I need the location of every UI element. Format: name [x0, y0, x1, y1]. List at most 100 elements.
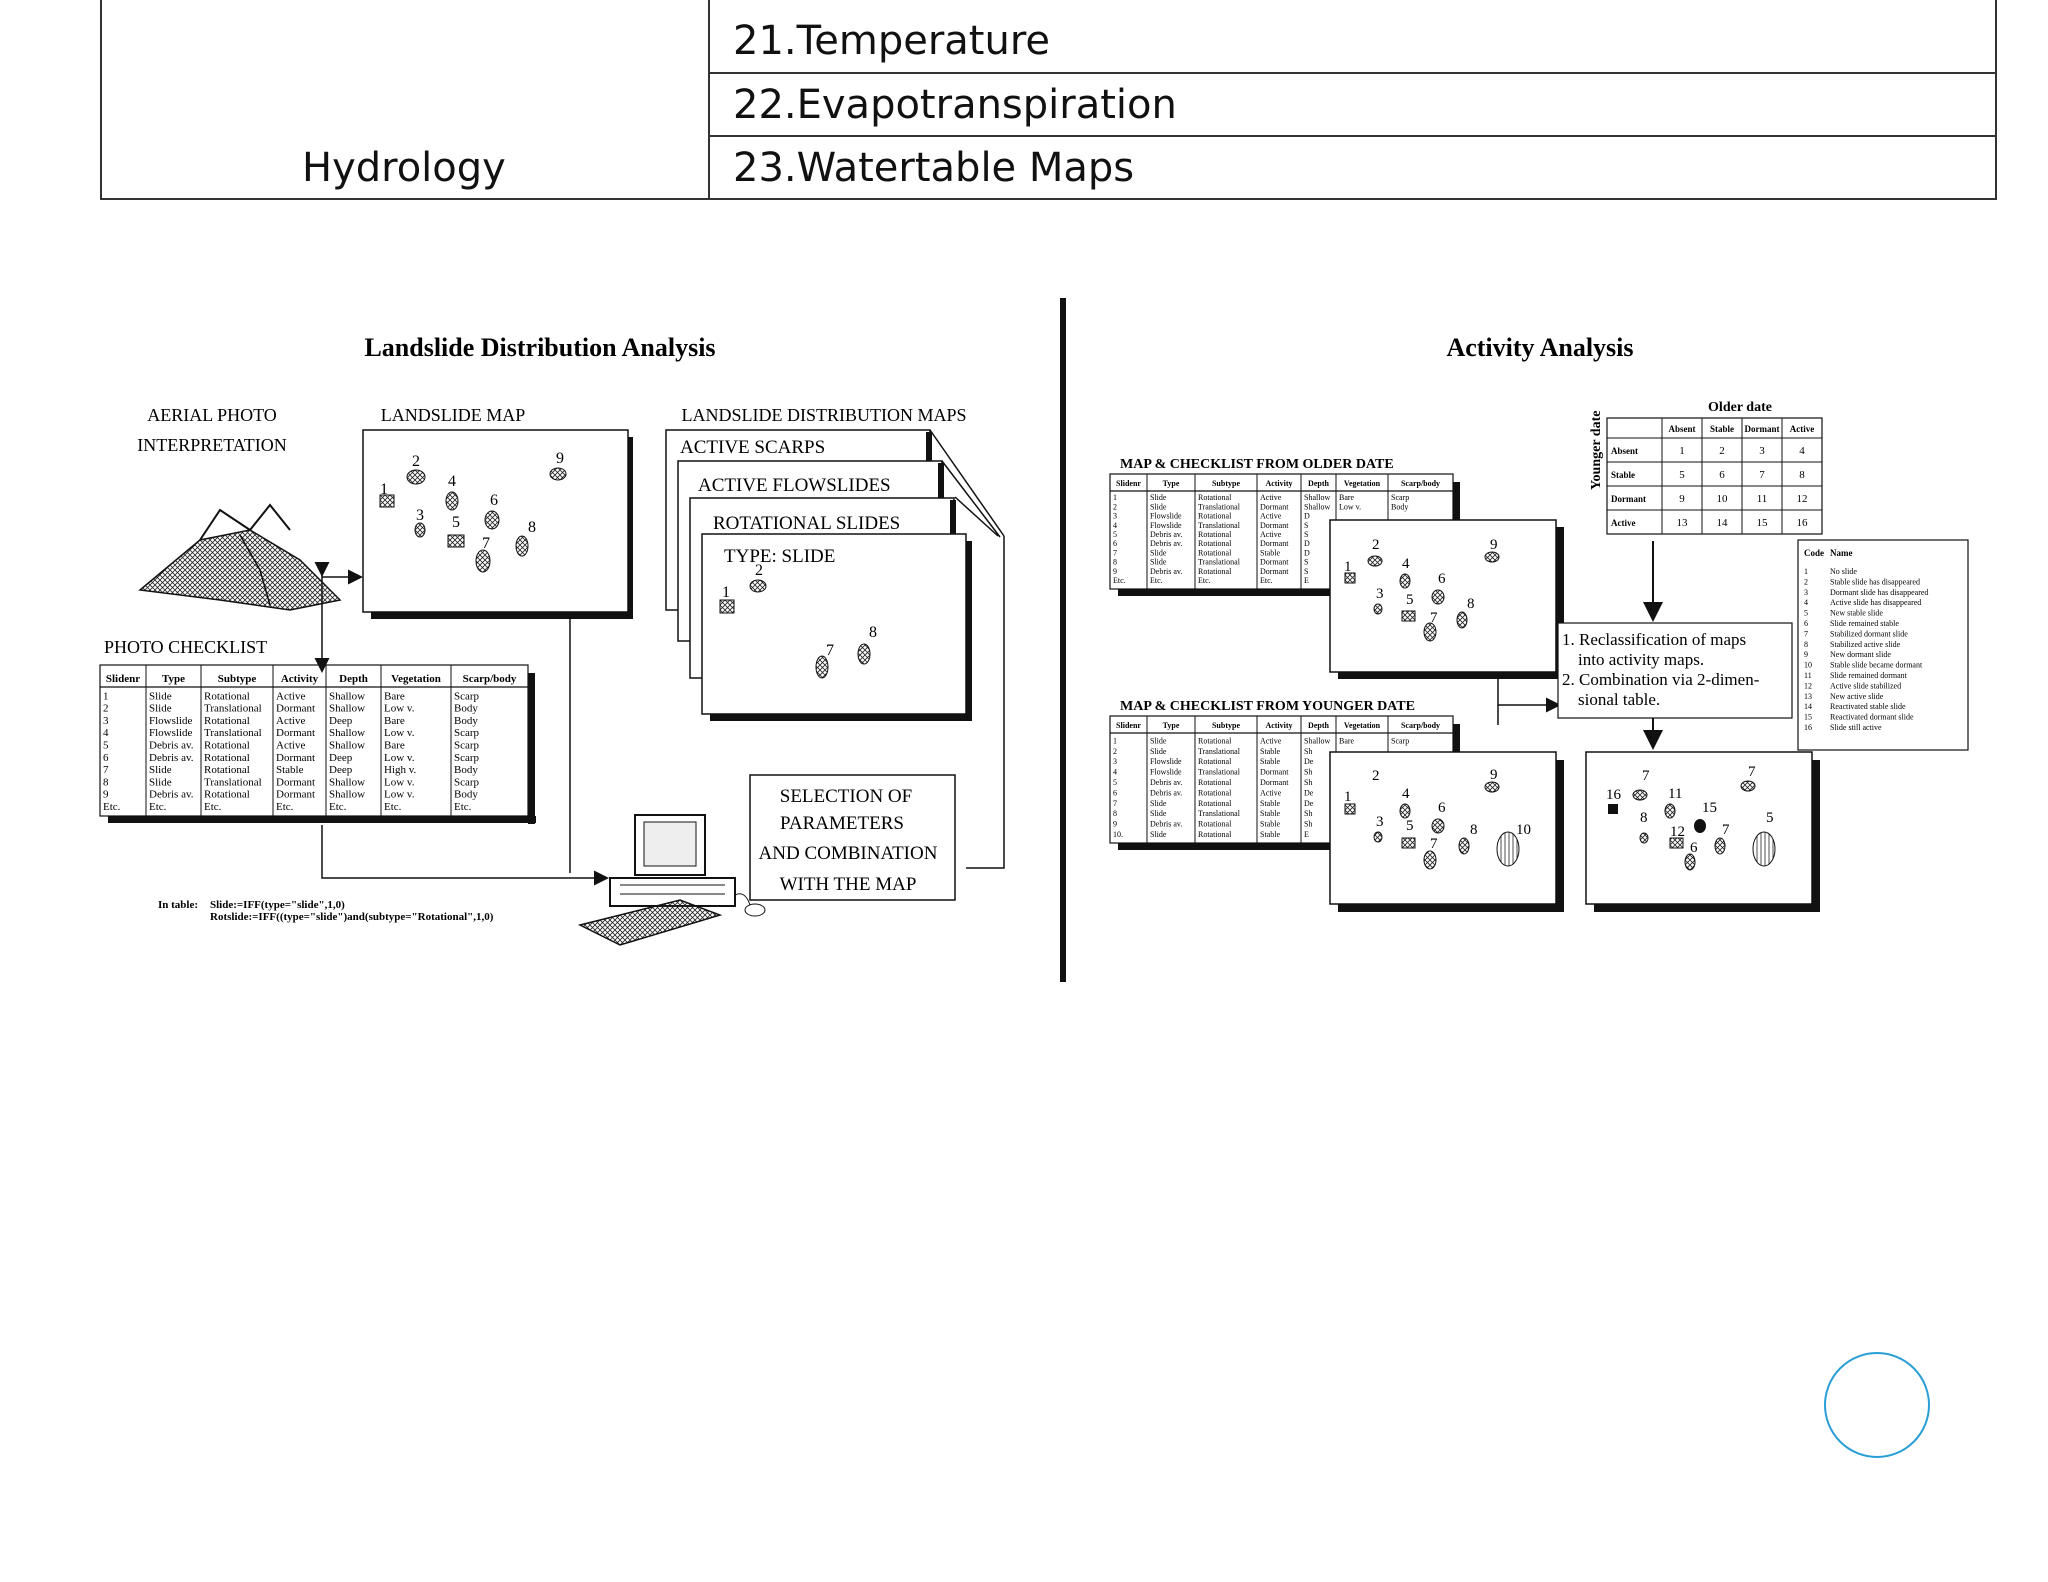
table-header-cell: Scarp/body: [463, 673, 517, 685]
table-cell: Translational: [1198, 768, 1241, 777]
legend-name: Reactivated stable slide: [1830, 702, 1906, 711]
table-header-cell: Slidenr: [106, 673, 140, 685]
aerial-photo-label-2: INTERPRETATION: [137, 435, 287, 455]
legend-name: Slide still active: [1830, 723, 1882, 732]
svg-text:7: 7: [1642, 768, 1650, 784]
table-cell: Debris av.: [149, 789, 194, 801]
selection-line-2: PARAMETERS: [780, 813, 904, 834]
table-cell: Scarp: [1391, 493, 1409, 502]
table-cell: Active: [1260, 512, 1282, 521]
table-cell: High v.: [384, 764, 417, 776]
table-cell: 8: [103, 776, 109, 788]
table-header-cell: Slidenr: [1116, 721, 1141, 730]
table-cell: 3: [1113, 512, 1117, 521]
legend-code: 1: [1804, 567, 1808, 576]
computer-icon: [577, 814, 766, 946]
legend-name: Stabilized active slide: [1830, 640, 1901, 649]
table-cell: Dormant: [1260, 539, 1289, 548]
svg-text:2: 2: [412, 453, 420, 470]
matrix-cell: 9: [1679, 493, 1685, 505]
table-cell: Body: [454, 703, 478, 715]
table-header-cell: Depth: [339, 673, 368, 685]
table-cell: 5: [1113, 530, 1117, 539]
table-cell: Etc.: [384, 801, 402, 813]
legend-code: 16: [1804, 723, 1812, 732]
table-cell: De: [1304, 757, 1314, 766]
legend-name: Stabilized dormant slide: [1830, 629, 1908, 638]
table-cell: S: [1304, 558, 1308, 567]
table-header-cell: Type: [162, 673, 185, 685]
table-cell: Stable: [1260, 548, 1280, 557]
table-header-cell: Depth: [1308, 721, 1329, 730]
table-cell: Deep: [329, 715, 353, 727]
table-cell: Slide: [1150, 830, 1167, 839]
table-cell: Dormant: [1260, 778, 1289, 787]
legend-name: Active slide stabilized: [1830, 681, 1901, 690]
svg-text:7: 7: [1430, 836, 1438, 852]
table-cell: Etc.: [204, 801, 222, 813]
svg-text:5: 5: [1766, 810, 1774, 826]
stack-active-flowslides: ACTIVE FLOWSLIDES: [698, 475, 891, 496]
table-cell: Slide: [1150, 558, 1167, 567]
table-cell: Dormant: [276, 789, 315, 801]
table-cell: Etc.: [1260, 576, 1273, 585]
matrix-cell: 8: [1799, 469, 1805, 481]
legend-code: 2: [1804, 577, 1808, 586]
table-cell: Active: [1260, 736, 1282, 745]
svg-text:2: 2: [755, 562, 763, 579]
formula-1: Slide:=IFF(type="slide",1,0): [210, 899, 345, 911]
svg-text:8: 8: [1470, 822, 1478, 838]
table-cell: E: [1304, 576, 1309, 585]
landslide-distribution-title: Landslide Distribution Analysis: [364, 333, 715, 362]
table-cell: 7: [103, 764, 109, 776]
table-cell: 9: [1113, 820, 1117, 829]
table-cell: Rotational: [1198, 548, 1232, 557]
table-cell: Shallow: [1304, 493, 1330, 502]
table-cell: Dormant: [276, 727, 315, 739]
legend-code: 12: [1804, 681, 1812, 690]
table-cell: Active: [1260, 530, 1282, 539]
legend-code: 15: [1804, 713, 1812, 722]
matrix-row-header: Dormant: [1611, 494, 1646, 504]
table-cell: Rotational: [1198, 539, 1232, 548]
table-cell: Dormant: [1260, 502, 1289, 511]
matrix-cell: 2: [1719, 445, 1725, 457]
table-cell: Dormant: [276, 703, 315, 715]
table-cell: 6: [103, 752, 109, 764]
step-line-1: 1. Reclassification of maps: [1562, 630, 1746, 649]
legend-code: 8: [1804, 640, 1808, 649]
table-cell: Slide: [1150, 809, 1167, 818]
table-cell: 2: [103, 703, 109, 715]
table-header-cell: Subtype: [1212, 721, 1240, 730]
legend-name: Dormant slide has disappeared: [1830, 588, 1928, 597]
table-cell: 6: [1113, 539, 1117, 548]
table-cell: Debris av.: [1150, 530, 1182, 539]
circle-button[interactable]: [1824, 1352, 1930, 1458]
table-cell: Stable: [1260, 757, 1280, 766]
svg-text:11: 11: [1668, 786, 1682, 802]
svg-text:4: 4: [1402, 556, 1410, 572]
table-cell: Stable: [1260, 809, 1280, 818]
svg-text:7: 7: [1430, 610, 1438, 626]
legend-code: 9: [1804, 650, 1808, 659]
matrix-cell: 12: [1797, 493, 1808, 505]
selection-line-3: AND COMBINATION: [759, 843, 938, 864]
table-cell: Rotational: [1198, 736, 1232, 745]
table-header-cell: Type: [1163, 479, 1180, 488]
table-cell: Etc.: [1150, 576, 1163, 585]
table-cell: 4: [1113, 768, 1117, 777]
steps-box: [1557, 622, 1793, 719]
legend-name: New dormant slide: [1830, 650, 1891, 659]
table-cell: Translational: [1198, 521, 1241, 530]
svg-text:9: 9: [556, 450, 564, 467]
table-cell: Rotational: [204, 740, 250, 752]
table-cell: Etc.: [276, 801, 294, 813]
table-cell-watertable-maps: 23.Watertable Maps: [733, 145, 1135, 191]
table-cell: Bare: [1339, 493, 1355, 502]
table-cell: S: [1304, 521, 1308, 530]
table-cell: Scarp: [454, 727, 480, 739]
table-cell: Rotational: [1198, 799, 1232, 808]
table-cell: Bare: [384, 690, 405, 702]
younger-map-features: 1 2 3 4 5 6 7 8 9 10: [1344, 767, 1531, 870]
